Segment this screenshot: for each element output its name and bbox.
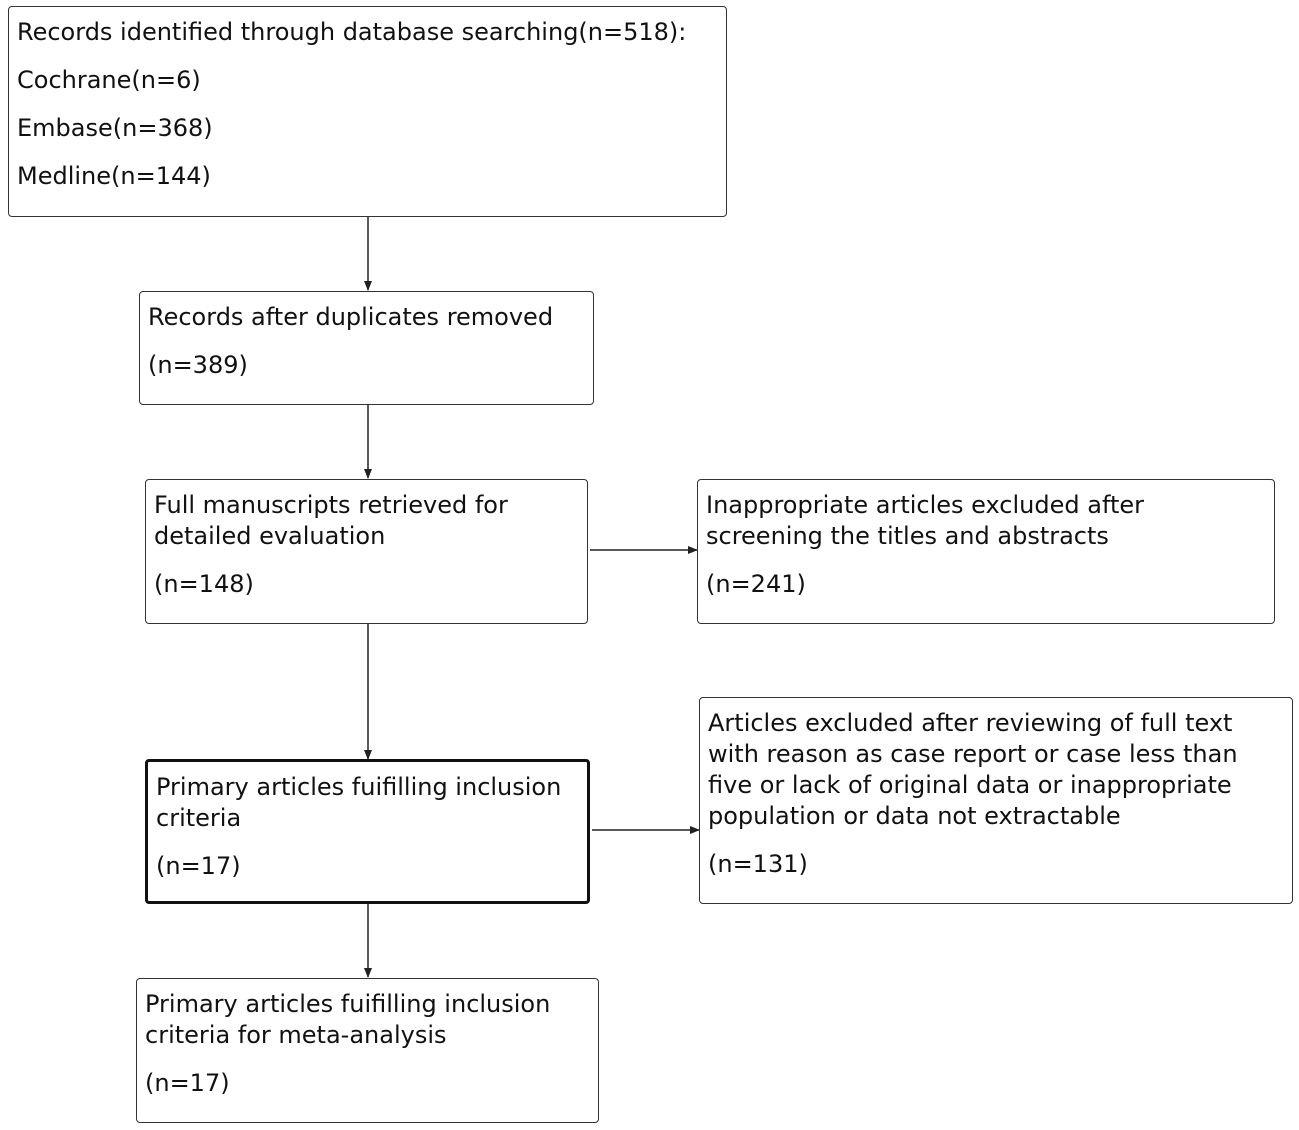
source-cochrane: Cochrane(n=6) bbox=[17, 66, 201, 94]
after-duplicates-label: Records after duplicates removed bbox=[148, 303, 554, 331]
source-embase: Embase(n=368) bbox=[17, 114, 213, 142]
records-identified-heading: Records identified through database sear… bbox=[17, 18, 687, 46]
meta-analysis-box: Primary articles fuifilling inclusion cr… bbox=[136, 978, 599, 1123]
excluded-screening-count: (n=241) bbox=[706, 570, 806, 598]
excluded-fulltext-label-line-4: population or data not extractable bbox=[708, 802, 1121, 830]
excluded-fulltext-label-line-3: five or lack of original data or inappro… bbox=[708, 771, 1232, 799]
meta-analysis-label-line-2: criteria for meta-analysis bbox=[145, 1021, 447, 1049]
full-manuscripts-label-line-2: detailed evaluation bbox=[154, 522, 386, 550]
excluded-fulltext-count: (n=131) bbox=[708, 850, 808, 878]
excluded-fulltext-label-line-2: with reason as case report or case less … bbox=[708, 740, 1238, 768]
full-manuscripts-count: (n=148) bbox=[154, 570, 254, 598]
primary-articles-label-line-1: Primary articles fuifilling inclusion bbox=[156, 773, 562, 801]
primary-articles-count: (n=17) bbox=[156, 852, 241, 880]
excluded-screening-label-line-2: screening the titles and abstracts bbox=[706, 522, 1109, 550]
meta-analysis-count: (n=17) bbox=[145, 1069, 230, 1097]
excluded-screening-box: Inappropriate articles excluded after sc… bbox=[697, 479, 1275, 624]
records-identified-box: Records identified through database sear… bbox=[8, 6, 727, 217]
meta-analysis-label-line-1: Primary articles fuifilling inclusion bbox=[145, 990, 551, 1018]
excluded-screening-label-line-1: Inappropriate articles excluded after bbox=[706, 491, 1145, 519]
records-after-duplicates-box: Records after duplicates removed (n=389) bbox=[139, 291, 594, 405]
excluded-fulltext-label-line-1: Articles excluded after reviewing of ful… bbox=[708, 709, 1233, 737]
full-manuscripts-label-line-1: Full manuscripts retrieved for bbox=[154, 491, 508, 519]
source-medline: Medline(n=144) bbox=[17, 162, 211, 190]
full-manuscripts-box: Full manuscripts retrieved for detailed … bbox=[145, 479, 588, 624]
after-duplicates-count: (n=389) bbox=[148, 351, 248, 379]
excluded-fulltext-box: Articles excluded after reviewing of ful… bbox=[699, 697, 1293, 904]
primary-articles-box: Primary articles fuifilling inclusion cr… bbox=[145, 759, 590, 904]
primary-articles-label-line-2: criteria bbox=[156, 804, 242, 832]
